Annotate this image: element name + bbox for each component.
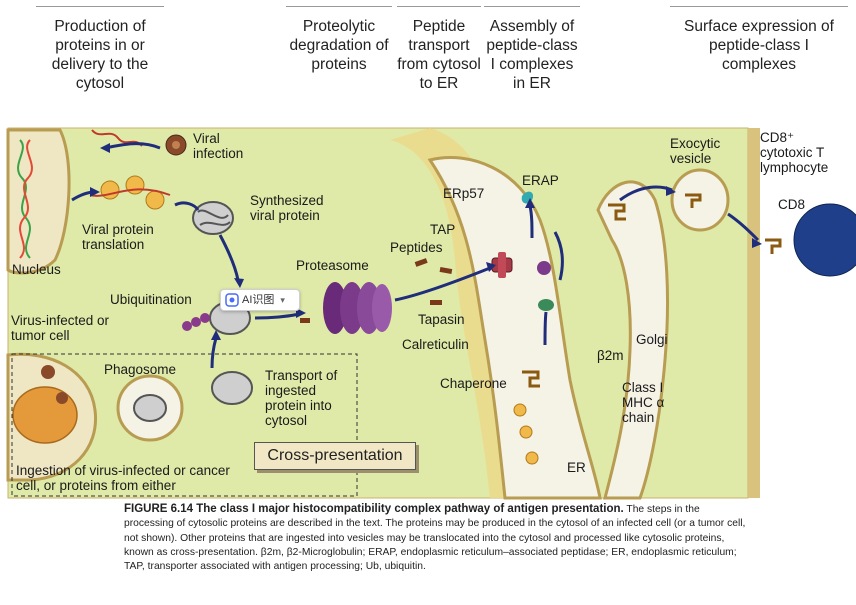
virus-particle-2: [41, 365, 68, 404]
label-erap: ERAP: [522, 173, 559, 188]
virus-particle: [165, 134, 187, 156]
cross-presentation-label: Cross-presentation: [254, 442, 416, 470]
ribosomes: [89, 175, 171, 210]
label-tap: TAP: [430, 222, 456, 237]
dna-strand: [17, 139, 31, 259]
label-ubiquitination: Ubiquitination: [110, 292, 192, 307]
extracellular-space: [760, 128, 856, 498]
er-ribosomes: [513, 403, 539, 465]
header-degradation: Proteolytic degradation of proteins: [286, 6, 392, 74]
label-tapasin: Tapasin: [418, 312, 465, 327]
mhc-class1: [522, 193, 782, 388]
label-synthesized-viral-protein: Synthesized viral protein: [250, 193, 324, 223]
peptides: [300, 258, 453, 323]
cd8-t-cell: [793, 203, 856, 277]
arrowheads: [90, 143, 762, 340]
caption-title: FIGURE 6.14 The class I major histocompa…: [124, 503, 624, 515]
label-b2m: β2m: [597, 348, 624, 363]
label-calreticulin: Calreticulin: [402, 337, 469, 352]
nucleus-shape: [6, 128, 71, 275]
proteasome-shape: [323, 282, 392, 334]
chevron-down-icon: ▾: [280, 295, 285, 305]
label-erp57: ERp57: [443, 186, 485, 201]
ai-button-label: AI识图: [242, 294, 275, 306]
viral-protein: [192, 201, 234, 235]
label-peptides: Peptides: [390, 240, 443, 255]
header-surface: Surface expression of peptide-class I co…: [670, 6, 848, 74]
label-viral-infection: Viral infection: [193, 131, 244, 161]
label-er: ER: [567, 460, 586, 475]
cross-presentation-box: [11, 353, 358, 497]
label-ingestion: Ingestion of virus-infected or cancer ce…: [16, 463, 230, 493]
caption-body: The steps in the processing of cytosolic…: [124, 504, 746, 558]
label-cd8: CD8: [778, 197, 806, 212]
label-chaperone: Chaperone: [440, 376, 507, 391]
dna-strand-2: [19, 139, 33, 259]
header-assembly: Assembly of peptide-class I complexes in…: [484, 6, 580, 93]
ai-recognition-button[interactable]: AI识图 ▾: [220, 289, 300, 311]
viral-rna: [91, 129, 143, 147]
caption-abbrev: β2m, β2-Microglobulin; ERAP, endoplasmic…: [124, 546, 737, 573]
label-transport-ingested: Transport of ingested protein into cytos…: [265, 368, 338, 428]
label-proteasome: Proteasome: [296, 258, 369, 273]
label-phagosome: Phagosome: [104, 362, 177, 377]
header-transport: Peptide transport from cytosol to ER: [397, 6, 481, 93]
label-cd8-cell: CD8⁺ cytotoxic T lymphocyte: [760, 130, 829, 175]
tap-transporter: [491, 252, 554, 311]
header-production: Production of proteins in or delivery to…: [36, 6, 164, 93]
ingested-protein: [133, 371, 253, 422]
plasma-membrane: [748, 128, 760, 498]
label-virus-infected: Virus-infected or tumor cell: [11, 313, 110, 343]
ai-assistant-icon: [225, 293, 239, 307]
label-exocytic-vesicle: Exocytic vesicle: [670, 136, 721, 166]
figure-caption: FIGURE 6.14 The class I major histocompa…: [124, 502, 746, 574]
label-golgi: Golgi: [636, 332, 668, 347]
label-viral-protein-translation: Viral protein translation: [82, 222, 154, 252]
antigen-presentation-diagram: [6, 127, 856, 500]
label-nucleus: Nucleus: [12, 262, 61, 277]
label-class1-mhc: Class I MHC α chain: [622, 380, 665, 425]
golgi-cisterna: [596, 180, 670, 500]
